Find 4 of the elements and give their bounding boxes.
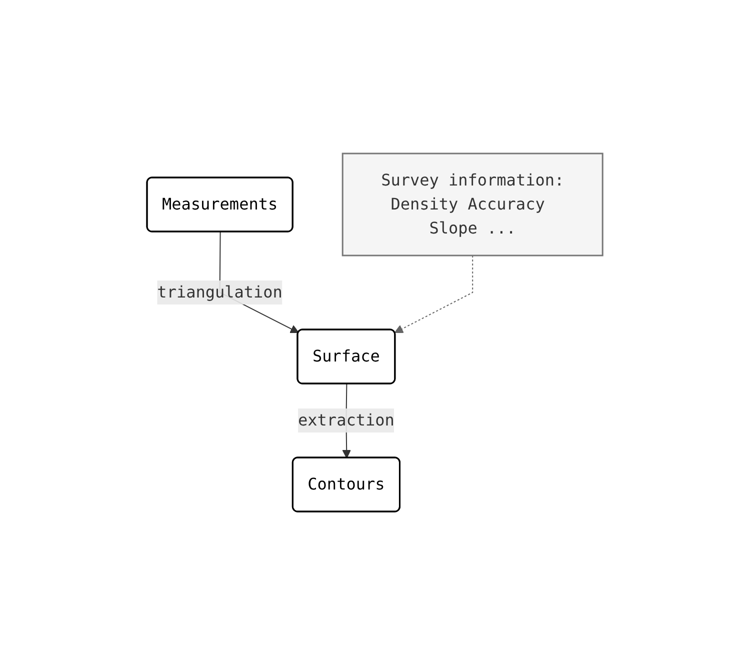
arrow bbox=[394, 255, 473, 334]
edge-label: triangulation bbox=[156, 282, 282, 302]
edge-label: extraction bbox=[298, 410, 394, 430]
node-box: Survey information: Density Accuracy Slope ... bbox=[342, 152, 604, 256]
